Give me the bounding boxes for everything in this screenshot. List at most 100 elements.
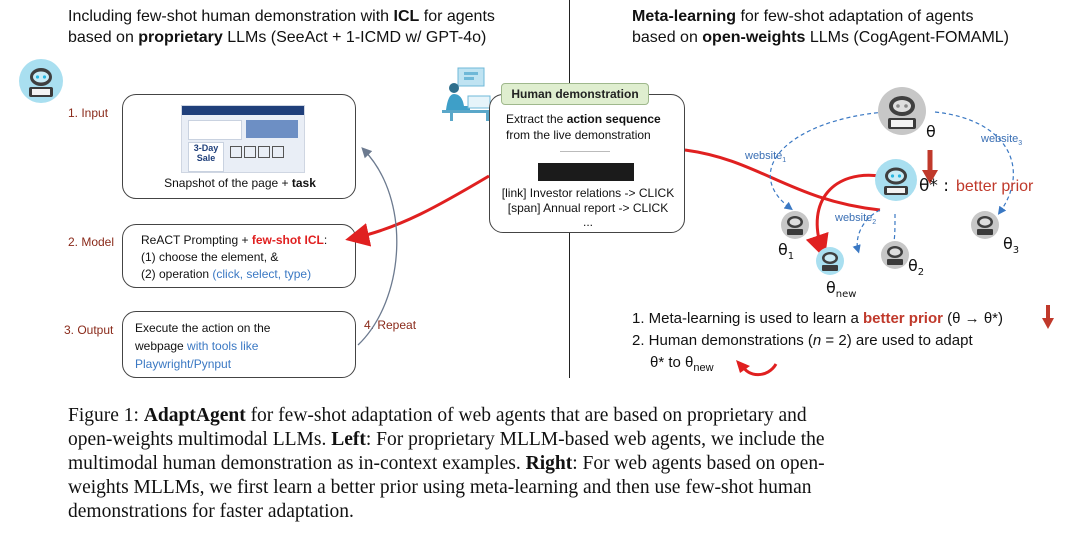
right-header-text: LLMs (CogAgent-FOMAML) (805, 29, 1009, 46)
list-item-2-line2: θ* to θnew (650, 352, 714, 379)
list2-theta: θ* to θ (650, 354, 694, 371)
model-line1: ReACT Prompting + few-shot ICL: (141, 232, 327, 249)
human-demonstration-icon (442, 67, 498, 121)
arrow-theta-down-head (922, 170, 938, 184)
arrow-prior-to-new (805, 173, 881, 259)
theta2-label: θ2 (908, 256, 924, 278)
list2-theta-sub: new (693, 362, 714, 374)
list-arrow-curl-head (736, 360, 750, 373)
caption-line: weights MLLMs, we first learn a better p… (68, 477, 812, 498)
website3-text: website (981, 133, 1019, 145)
caption-text: : For web agents based on open- (572, 453, 825, 474)
model-operations: (click, select, type) (212, 267, 312, 281)
model-box: ReACT Prompting + few-shot ICL: (1) choo… (122, 224, 356, 288)
output-line3: Playwright/Pynput (135, 357, 232, 371)
input-caption-text: Snapshot of the page + (164, 176, 292, 190)
left-header-icl: ICL (393, 8, 420, 25)
website3-sub: 3 (1018, 140, 1023, 148)
caption-text: : For proprietary MLLM-based web agents,… (365, 429, 825, 450)
list1-better-prior: better prior (862, 310, 943, 327)
theta3-sub: 3 (1012, 245, 1020, 257)
arrow-website-3 (934, 111, 1014, 215)
website2-sub: 2 (872, 219, 877, 227)
model-text: : (323, 233, 328, 247)
right-header-meta: Meta-learning (632, 8, 737, 25)
input-box: 3-Day Sale Snapshot of the page + task (122, 94, 356, 199)
theta-label: θ (926, 122, 936, 141)
caption-text: for few-shot adaptation of web agents th… (245, 405, 807, 426)
demo-video-thumbnail (538, 163, 634, 181)
robot-theta-star-icon (875, 159, 917, 201)
output-box: Execute the action on the webpage with t… (122, 311, 356, 378)
list1-text: 1. Meta-learning is used to learn a (632, 310, 863, 327)
model-text: ReACT Prompting + (141, 233, 252, 247)
caption-right: Right (525, 453, 573, 474)
page-snapshot-image: 3-Day Sale (181, 105, 305, 173)
demo-screenshot-strip (560, 151, 610, 160)
theta-new-sub: new (835, 289, 857, 301)
left-header-text: based on (68, 29, 139, 46)
caption-text: open-weights multimodal LLMs. (68, 429, 332, 450)
list1-theta: (θ → θ*) (942, 310, 1003, 327)
list2-n: n (812, 332, 822, 349)
website1-label: website1 (745, 150, 786, 164)
demo-text: Extract the (506, 112, 567, 126)
human-demonstration-pill: Human demonstration (501, 83, 649, 105)
figure-caption: Figure 1: AdaptAgent for few-shot adapta… (68, 404, 1068, 524)
step-input-label: 1. Input (68, 106, 109, 120)
step-output-label: 3. Output (64, 323, 114, 337)
list-arrow-down-head (1042, 318, 1054, 329)
list2-text: 2. Human demonstrations ( (632, 332, 813, 349)
demo-action-1: [link] Investor relations -> CLICK (501, 186, 675, 200)
input-caption-task: task (291, 176, 316, 190)
theta3-symbol: θ (1003, 234, 1013, 253)
right-header-text: based on (632, 29, 703, 46)
list-item-2: 2. Human demonstrations (n = 2) are used… (632, 330, 973, 351)
demo-line2: from the live demonstration (506, 128, 651, 142)
theta-star-label: θ* : (919, 176, 950, 196)
demonstration-box: Extract the action sequence from the liv… (489, 94, 685, 233)
left-header-text: LLMs (SeeAct + 1-ICMD w/ GPT-4o) (222, 29, 487, 46)
website2-label: website2 (835, 212, 876, 226)
better-prior-label: better prior (956, 178, 1034, 195)
theta2-sub: 2 (917, 267, 925, 279)
left-header-text: for agents (419, 8, 495, 25)
arrow-demo-to-model (345, 174, 490, 247)
caption-line: demonstrations for faster adaptation. (68, 501, 354, 522)
theta1-symbol: θ (778, 240, 788, 259)
output-text: webpage (135, 339, 188, 353)
robot-theta-icon (878, 87, 926, 135)
input-caption: Snapshot of the page + task (123, 175, 357, 192)
right-header-open: open-weights (702, 29, 806, 46)
robot-theta-new-icon (816, 247, 844, 275)
list2-text: = 2) are used to adapt (821, 332, 973, 349)
demo-line1: Extract the action sequence (506, 111, 661, 128)
output-tools-text: with tools like (187, 339, 259, 353)
output-line1: Execute the action on the (135, 321, 271, 335)
arrow-website-2 (852, 209, 881, 254)
website1-text: website (745, 150, 783, 162)
theta1-sub: 1 (787, 251, 795, 263)
right-header: Meta-learning for few-shot adaptation of… (632, 6, 1009, 48)
left-header: Including few-shot human demonstration w… (68, 6, 495, 48)
robot-theta2-icon (881, 241, 909, 269)
robot-agent-icon (19, 59, 63, 103)
theta-new-symbol: θ (826, 278, 836, 297)
website1-sub: 1 (782, 157, 787, 165)
theta1-label: θ1 (778, 240, 794, 262)
model-line3: (2) operation (click, select, type) (141, 266, 311, 283)
model-line2: (1) choose the element, & (141, 250, 279, 264)
theta2-symbol: θ (908, 256, 918, 275)
caption-fig: Figure 1: (68, 405, 144, 426)
robot-theta3-icon (971, 211, 999, 239)
model-fewshot-icl: few-shot ICL (251, 233, 324, 247)
right-header-text: for few-shot adaptation of agents (736, 8, 974, 25)
website2-text: website (835, 212, 873, 224)
arrow-repeat-loop (357, 147, 398, 346)
left-header-text: Including few-shot human demonstration w… (68, 8, 394, 25)
left-header-proprietary: proprietary (138, 29, 223, 46)
model-text: (2) operation (141, 267, 213, 281)
demo-action-sequence: action sequence (566, 112, 661, 126)
caption-text: multimodal human demonstration as in-con… (68, 453, 526, 474)
list-item-1: 1. Meta-learning is used to learn a bett… (632, 308, 1003, 329)
